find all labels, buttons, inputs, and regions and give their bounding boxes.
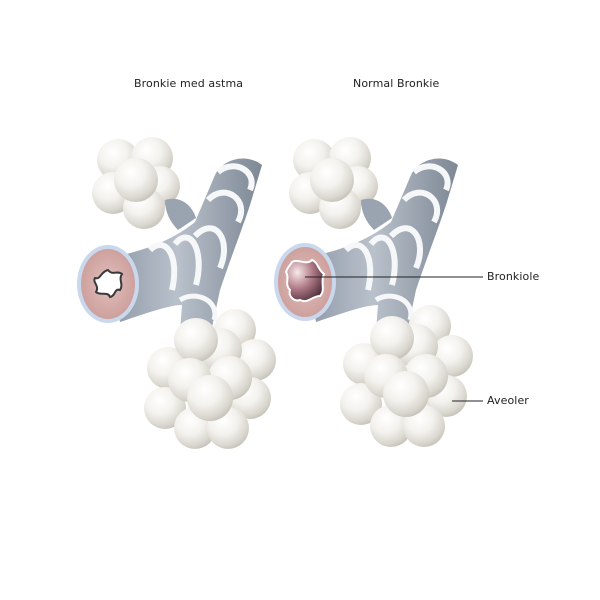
normal-cross-section (274, 243, 336, 321)
alveoli-label: Aveoler (487, 394, 529, 407)
bronchiole-label: Bronkiole (487, 270, 540, 283)
asthma-cross-section (77, 245, 139, 323)
normal-upper-alveoli (289, 137, 378, 229)
normal-bronchus (274, 137, 473, 447)
open-lumen (284, 258, 326, 303)
asthma-lower-alveoli (144, 309, 276, 449)
asthma-upper-alveoli (92, 137, 180, 229)
constricted-lumen (93, 268, 124, 299)
normal-lower-alveoli (340, 305, 473, 447)
asthma-bronchus (77, 137, 276, 449)
asthma-bronchus-title: Bronkie med astma (134, 77, 244, 90)
normal-bronchus-title: Normal Bronkie (353, 77, 440, 90)
